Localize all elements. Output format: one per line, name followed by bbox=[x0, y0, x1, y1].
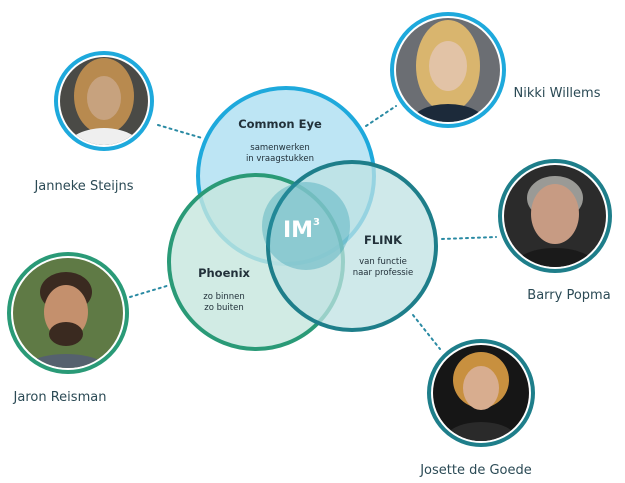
person-janneke: Janneke Steijns bbox=[33, 51, 154, 194]
venn-diagram: IM 3 Common Eye samenwerken in vraagstuk… bbox=[167, 86, 438, 351]
common-eye-title: Common Eye bbox=[238, 117, 322, 131]
flink-title: FLINK bbox=[364, 233, 403, 247]
person-nikki: Nikki Willems bbox=[390, 12, 601, 128]
name-nikki: Nikki Willems bbox=[514, 86, 601, 101]
connector-josette bbox=[412, 314, 441, 350]
portrait-nikki bbox=[396, 18, 500, 122]
name-jaron: Jaron Reisman bbox=[13, 390, 107, 405]
person-josette: Josette de Goede bbox=[419, 339, 535, 478]
portrait-barry bbox=[504, 165, 606, 267]
circle-flink bbox=[266, 160, 438, 332]
hub-overlap bbox=[262, 182, 350, 270]
portrait-janneke bbox=[60, 57, 148, 145]
common-eye-subtitle-line2: in vraagstukken bbox=[246, 154, 314, 164]
flink-subtitle-line1: van functie bbox=[359, 257, 407, 267]
connector-janneke bbox=[157, 124, 203, 139]
connector-jaron bbox=[129, 284, 171, 298]
phoenix-title: Phoenix bbox=[198, 266, 250, 280]
portrait-jaron bbox=[13, 258, 123, 368]
name-janneke: Janneke Steijns bbox=[33, 179, 133, 194]
person-jaron: Jaron Reisman bbox=[7, 252, 129, 405]
hub-superscript: 3 bbox=[313, 217, 320, 228]
person-barry: Barry Popma bbox=[498, 159, 612, 303]
portrait-josette bbox=[433, 345, 529, 441]
connector-nikki bbox=[365, 105, 397, 127]
common-eye-subtitle-line1: samenwerken bbox=[250, 143, 309, 153]
connector-barry bbox=[441, 236, 497, 240]
name-barry: Barry Popma bbox=[527, 288, 610, 303]
name-josette: Josette de Goede bbox=[419, 463, 532, 478]
phoenix-subtitle-line2: zo buiten bbox=[204, 303, 243, 313]
phoenix-subtitle-line1: zo binnen bbox=[203, 292, 245, 302]
flink-subtitle-line2: naar professie bbox=[353, 268, 414, 278]
hub-label: IM bbox=[283, 218, 313, 243]
connectors bbox=[129, 105, 497, 350]
